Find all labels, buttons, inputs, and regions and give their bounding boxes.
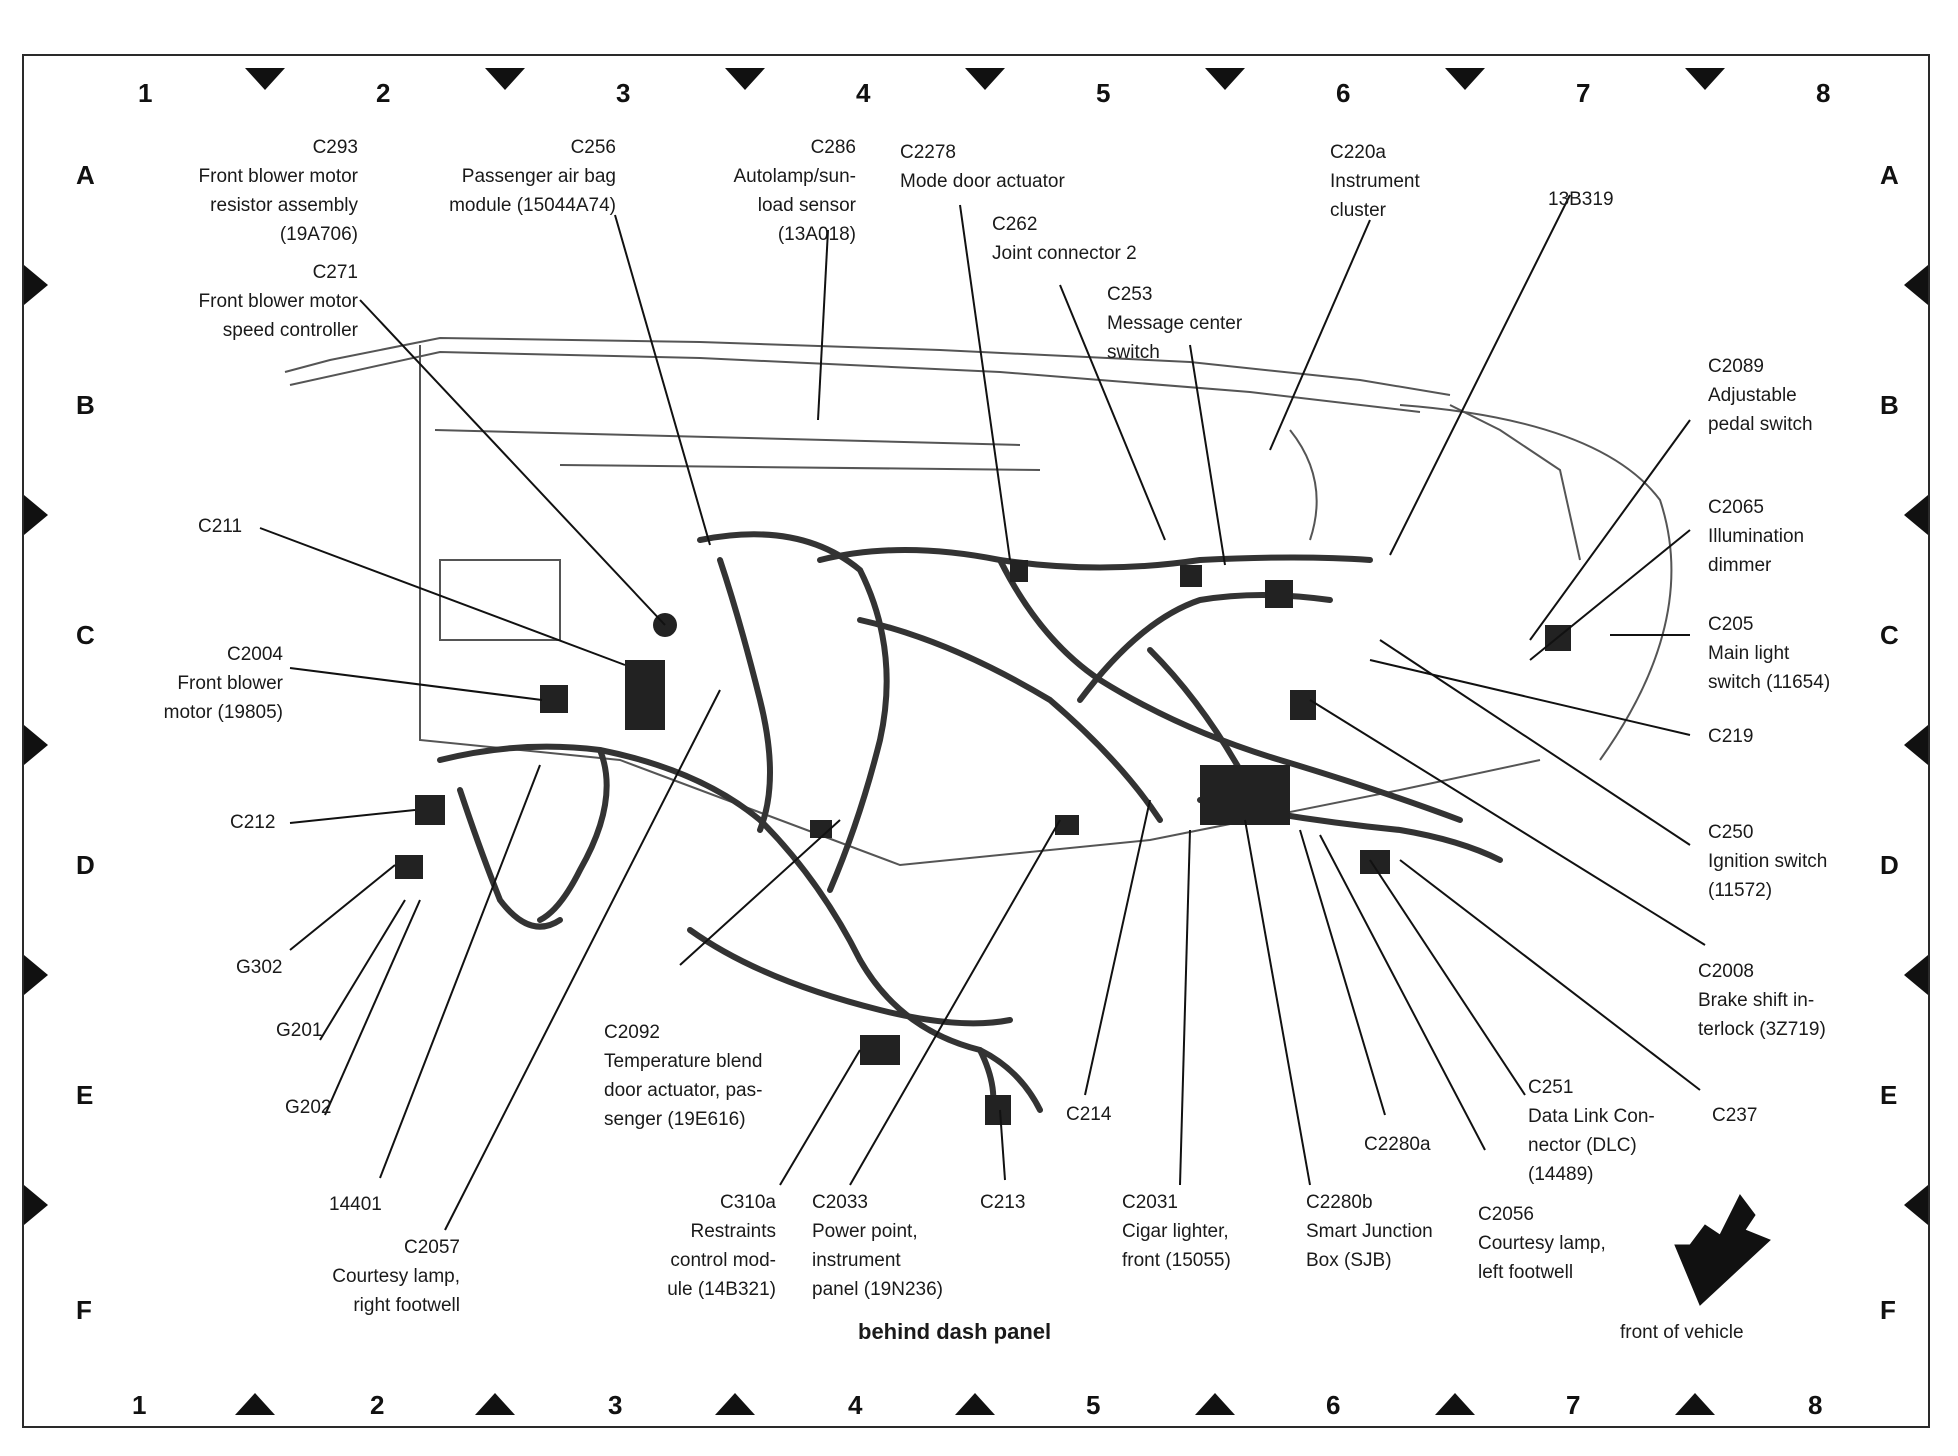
label-c2280a: C2280a [1364,1134,1431,1155]
front-of-vehicle-arrow [1674,1194,1771,1306]
leader-lines [259,194,1706,1231]
label-c219: C219 [1708,726,1754,747]
grid-col-7-bottom: 7 [1566,1390,1581,1420]
grid-row-f-right: F [1880,1295,1896,1325]
grid-col-3-bottom: 3 [608,1390,623,1420]
grid-row-e-left: E [76,1080,94,1110]
diagram-frame [22,54,1930,1428]
label-14401: 14401 [329,1194,382,1215]
dash-panel-outline [284,336,1673,867]
grid-row-a-left: A [76,160,95,190]
grid-col-3-top: 3 [616,78,631,108]
grid-col-2-top: 2 [376,78,391,108]
grid-row-b-left: B [76,390,95,420]
label-g202: G202 [285,1097,332,1118]
grid-col-6-bottom: 6 [1326,1390,1341,1420]
label-c212: C212 [230,812,276,833]
grid-row-a-right: A [1880,160,1899,190]
grid-row-c-left: C [76,620,95,650]
grid-col-4-bottom: 4 [848,1390,863,1420]
grid-col-7-top: 7 [1576,78,1591,108]
caption-front-of-vehicle: front of vehicle [1620,1322,1744,1343]
border-ticks [24,68,1928,1415]
label-c214: C214 [1066,1104,1112,1125]
grid-row-b-right: B [1880,390,1899,420]
label-c237: C237 [1712,1105,1758,1126]
caption-behind-dash-panel: behind dash panel [858,1319,1052,1344]
grid-row-e-right: E [1880,1080,1898,1110]
label-c213: C213 [980,1192,1026,1213]
grid-row-d-right: D [1880,850,1899,880]
grid-col-5-top: 5 [1096,78,1111,108]
grid-col-8-bottom: 8 [1808,1390,1823,1420]
grid-col-4-top: 4 [856,78,871,108]
wiring-harness [437,531,1503,1123]
grid-col-2-bottom: 2 [370,1390,385,1420]
connectors [395,560,1571,1125]
grid-row-c-right: C [1880,620,1899,650]
grid-col-6-top: 6 [1336,78,1351,108]
label-c211: C211 [198,516,243,537]
grid-col-5-bottom: 5 [1086,1390,1101,1420]
grid-col-1-bottom: 1 [132,1390,147,1420]
label-g302: G302 [236,957,283,978]
label-13b319: 13B319 [1548,189,1614,210]
grid-row-f-left: F [76,1295,92,1325]
grid-col-8-top: 8 [1816,78,1831,108]
grid-col-1-top: 1 [138,78,153,108]
grid-row-d-left: D [76,850,95,880]
label-g201: G201 [276,1020,323,1041]
